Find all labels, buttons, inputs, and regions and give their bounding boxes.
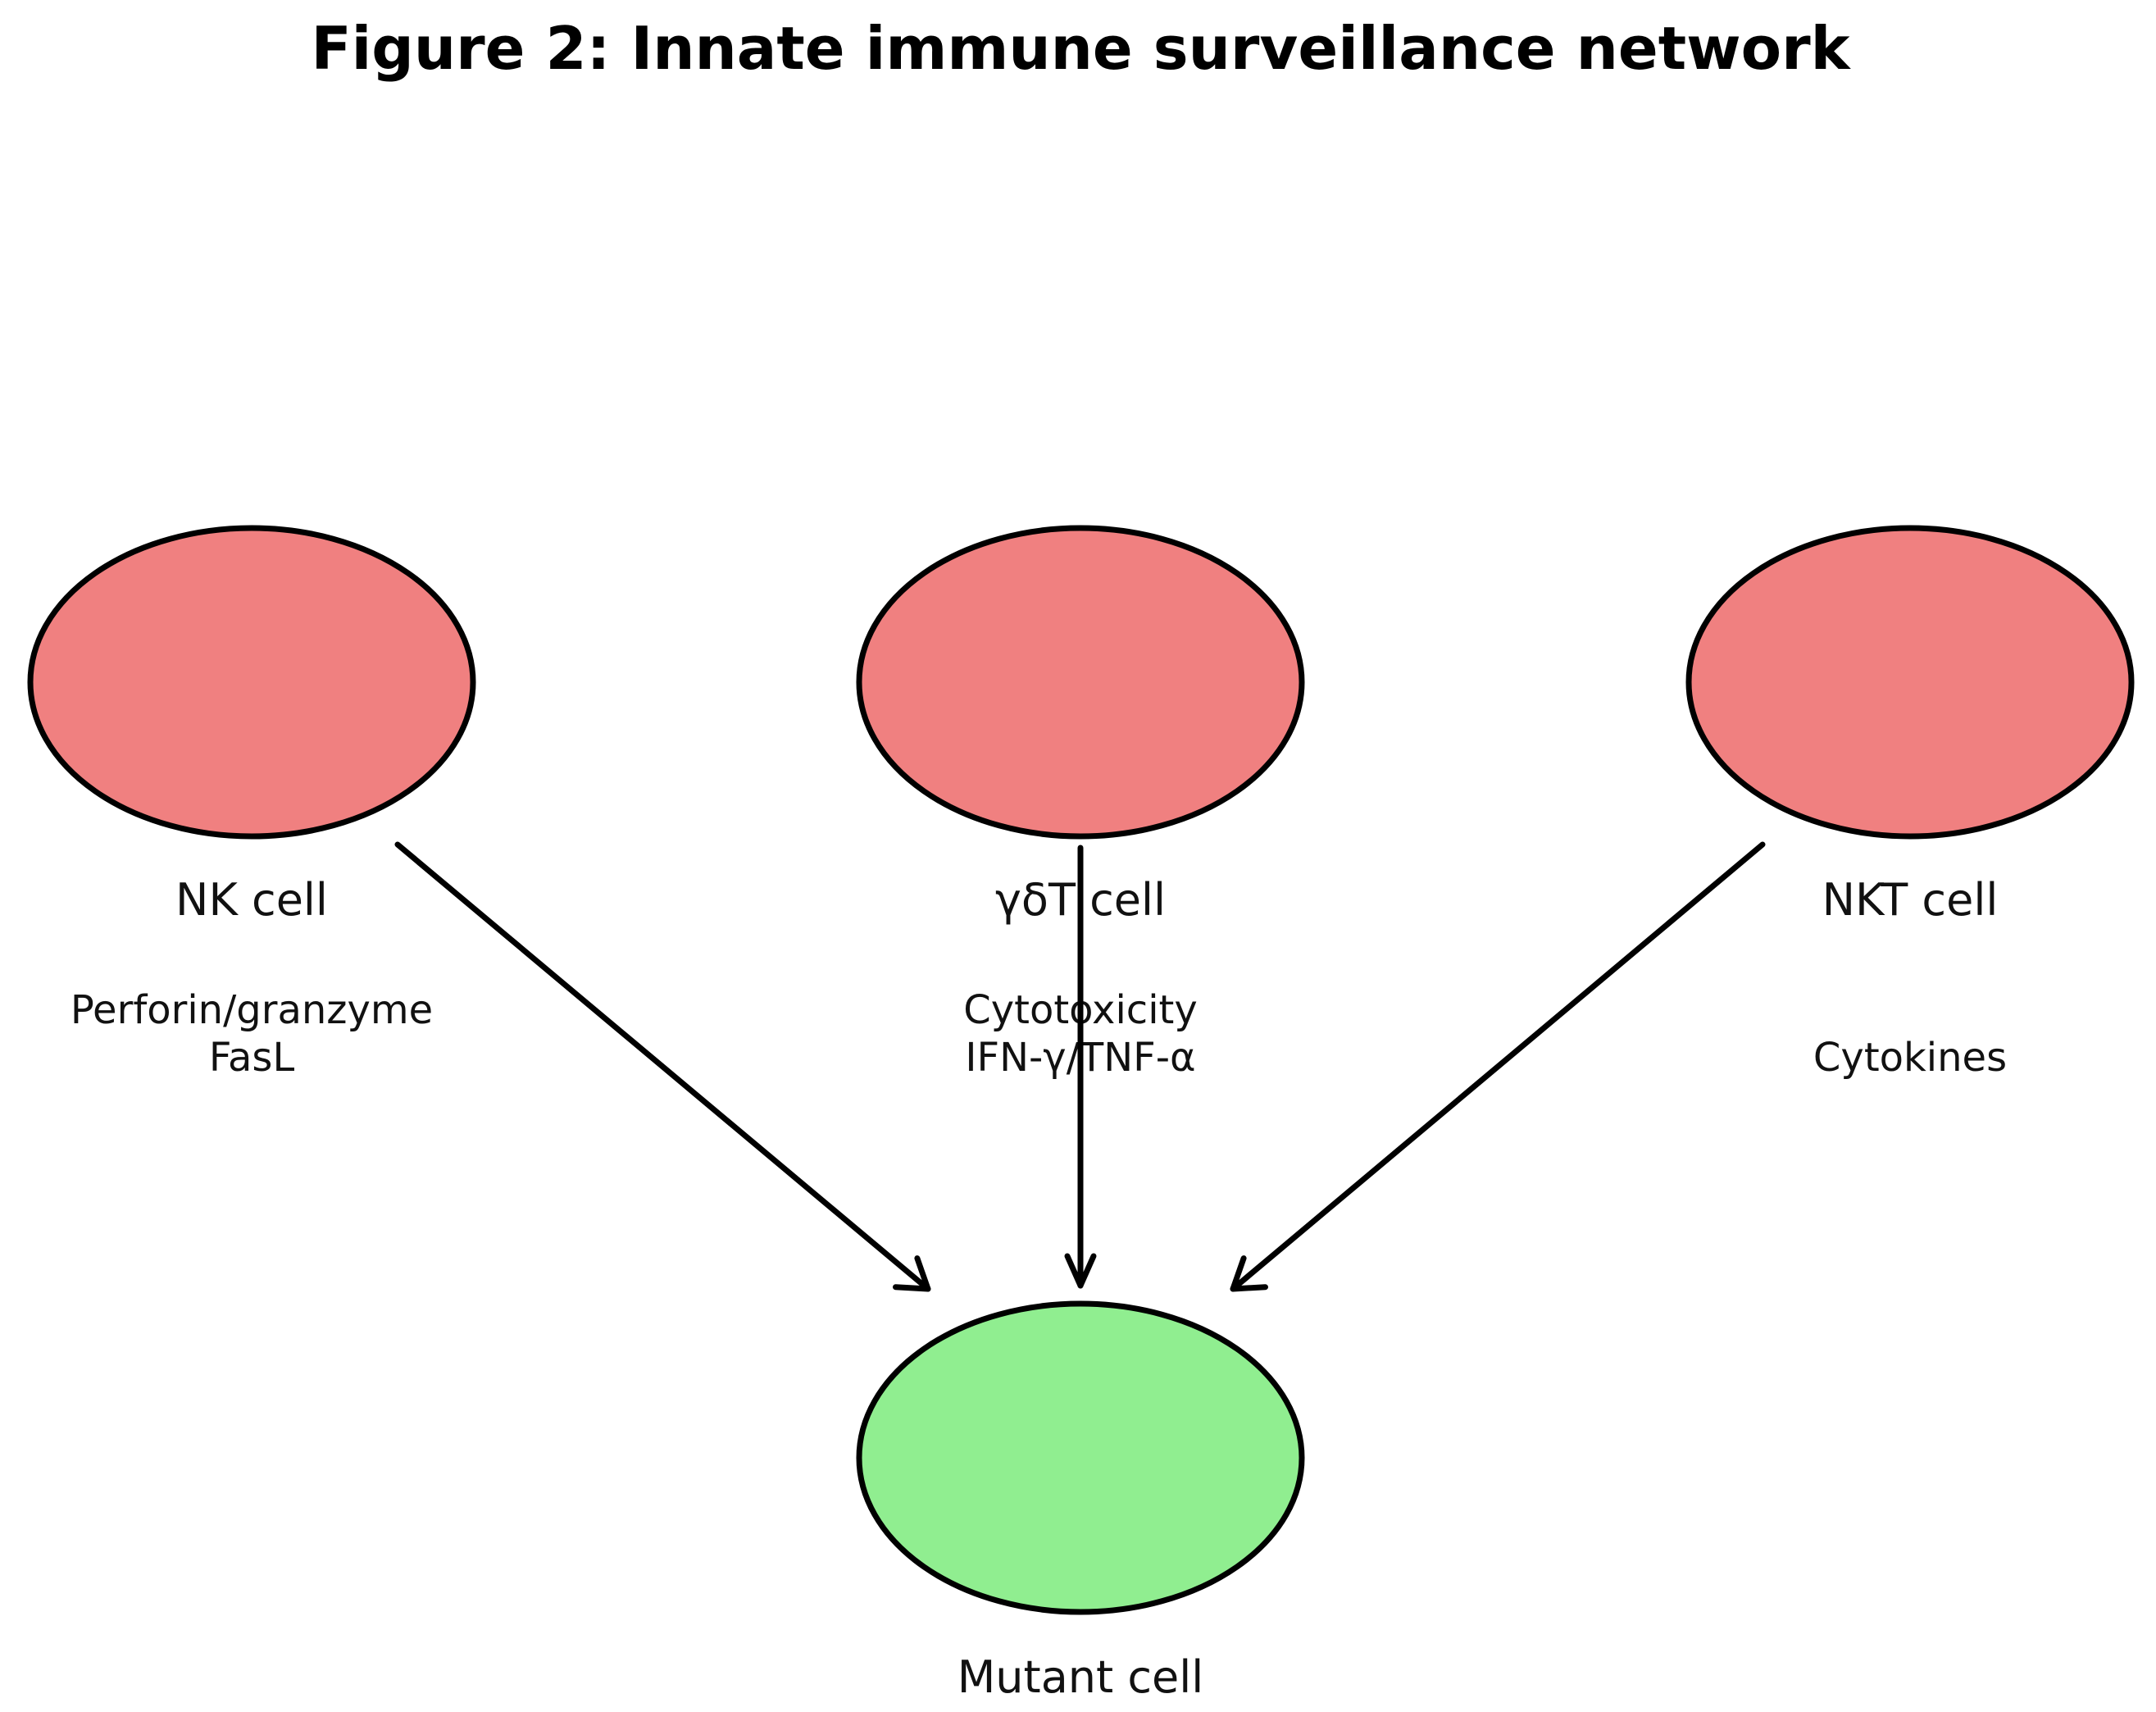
arrow-gdt-to-mutant [1064,845,1097,1289]
gdt-cell-shape [856,525,1305,840]
nkt-cell-shape [1685,525,2135,840]
figure-title: Figure 2: Innate immune surveillance net… [311,14,1851,83]
nk-mechanism-line-2: FasL [209,1035,295,1081]
nkt-cell-label: NKT cell [1822,874,1999,926]
mutant-cell-shape [856,1300,1305,1615]
mutant-cell-label: Mutant cell [957,1651,1204,1703]
nk-cell-shape [27,525,476,840]
nk-cell-label: NK cell [175,874,328,926]
arrow-nk-to-mutant [394,841,931,1292]
arrow-nkt-to-mutant [1230,841,1766,1292]
nkt-mechanism-line-2: Cytokines [1813,1035,2007,1081]
nk-mechanism-line-1: Perforin/granzyme [71,987,433,1033]
